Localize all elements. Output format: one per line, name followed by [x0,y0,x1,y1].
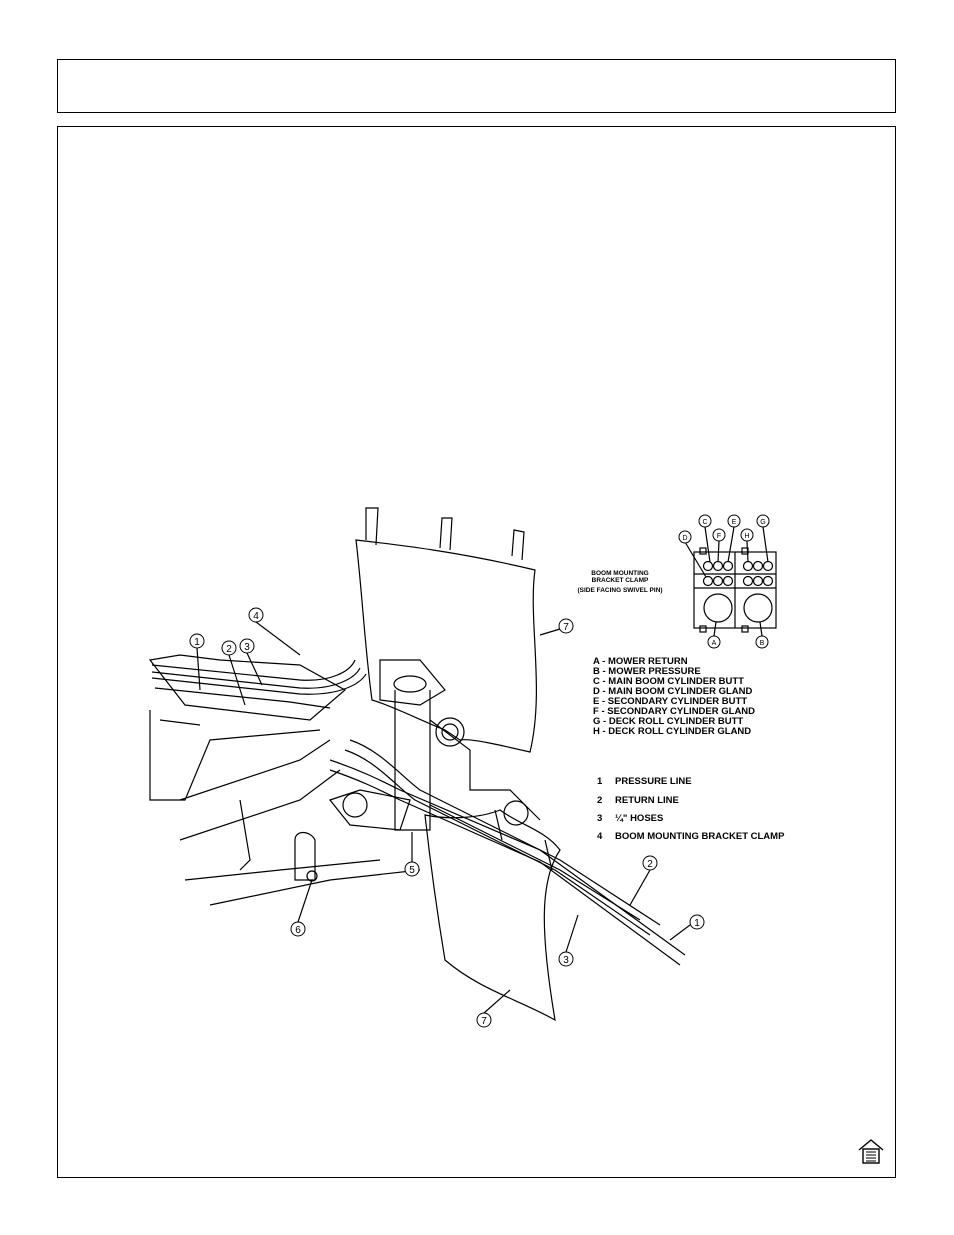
legend-letter-item: E - SECONDARY CYLINDER BUTT [593,696,747,707]
callout-6: 6 [295,925,301,936]
callout-3: 3 [244,642,250,653]
legend-number-text: ¼" HOSES [615,813,663,824]
callout-circle [476,1012,492,1028]
clamp-title-line2: BRACKET CLAMP [592,577,649,584]
callout-circle [642,855,658,871]
clamp-letter-b: B [760,640,765,647]
clamp-letter-c: C [702,519,707,526]
clamp-letter-e: E [732,519,737,526]
callout-4: 4 [253,611,259,622]
home-icon[interactable] [856,1136,886,1166]
callout-circle [404,861,420,877]
clamp-title-line3: (SIDE FACING SWIVEL PIN) [577,587,662,594]
clamp-letter-f: F [717,533,721,540]
clamp-letter-g: G [760,519,765,526]
clamp-letter-a: A [712,640,717,647]
callout-circle [189,633,205,649]
legend-number: 4 [597,831,603,842]
callout-1-right: 1 [694,918,700,929]
callout-circle [290,921,306,937]
callout-5: 5 [409,865,415,876]
legend-letter-item: F - SECONDARY CYLINDER GLAND [593,706,755,717]
callout-3-lower: 3 [563,955,569,966]
callout-1: 1 [194,637,200,648]
page-header-box [57,59,896,113]
clamp-letter-d: D [682,535,687,542]
callout-circle [558,951,574,967]
callout-circle [558,618,574,634]
callout-7-top: 7 [563,622,569,633]
legend-number: 1 [597,776,603,787]
legend-letter-item: B - MOWER PRESSURE [593,666,701,677]
page-content-box [57,126,896,1178]
callout-2: 2 [226,644,232,655]
callout-circle [689,914,705,930]
clamp-title-line1: BOOM MOUNTING [591,570,648,577]
clamp-letter-h: H [744,533,749,540]
legend-number-text: PRESSURE LINE [615,776,692,787]
legend-letter-item: A - MOWER RETURN [593,656,688,667]
legend-number-text: RETURN LINE [615,795,679,806]
letter-legend: A - MOWER RETURN B - MOWER PRESSURE C - … [593,656,755,737]
legend-letter-item: H - DECK ROLL CYLINDER GLAND [593,726,751,737]
legend-letter-item: C - MAIN BOOM CYLINDER BUTT [593,676,744,687]
legend-number: 2 [597,795,602,806]
legend-number-text: BOOM MOUNTING BRACKET CLAMP [615,831,785,842]
callout-2-right: 2 [647,859,653,870]
number-legend: 1 PRESSURE LINE 2 RETURN LINE 3 ¼" HOSES… [597,776,785,842]
callout-circle [221,640,237,656]
legend-letter-item: D - MAIN BOOM CYLINDER GLAND [593,686,753,697]
callout-7-bottom: 7 [481,1016,487,1027]
diagram-drawing [148,507,777,1022]
legend-letter-item: G - DECK ROLL CYLINDER BUTT [593,716,743,727]
callout-circle [239,638,255,654]
legend-number: 3 [597,813,602,824]
callout-circle [248,607,264,623]
